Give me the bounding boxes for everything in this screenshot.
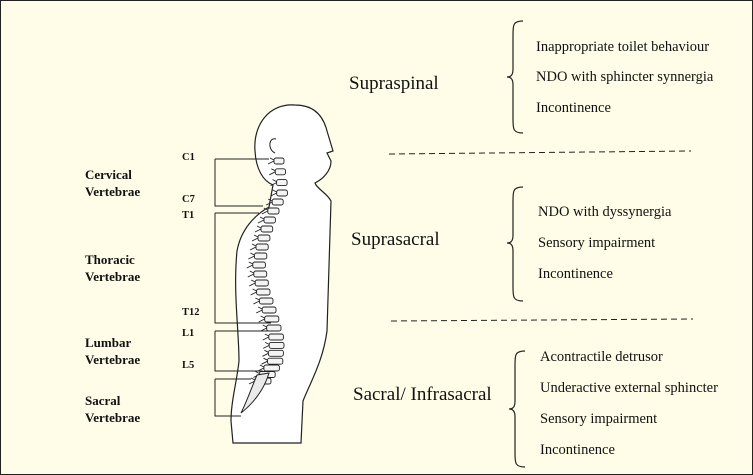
brace-suprasacral: [507, 187, 523, 301]
marker-t1: T1: [182, 210, 194, 221]
thoracic-label-line1: Thoracic: [85, 251, 140, 268]
lumbar-label-line2: Vertebrae: [85, 351, 140, 368]
vertebra: [268, 208, 279, 214]
sacral-item-4: Incontinence: [540, 442, 615, 459]
separator-1: [389, 151, 691, 154]
marker-c7: C7: [182, 194, 195, 205]
vertebra: [265, 316, 279, 322]
vertebra: [264, 365, 280, 371]
brace-supraspinal: [507, 21, 523, 133]
level-supraspinal: Supraspinal: [349, 73, 439, 95]
vertebra: [269, 334, 284, 340]
vertebra: [258, 235, 270, 241]
vertebra: [268, 358, 283, 364]
vertebra: [277, 190, 288, 196]
lumbar-label-line1: Lumbar: [85, 334, 140, 351]
cervical-label-line2: Vertebrae: [85, 183, 140, 200]
marker-t12: T12: [182, 307, 200, 318]
vertebra: [268, 350, 283, 356]
body-silhouette: [231, 105, 333, 443]
marker-l5: L5: [182, 360, 194, 371]
sacral-item-1: Acontractile detrusor: [540, 349, 663, 366]
suprasacral-item-3: Incontinence: [538, 266, 613, 283]
vertebra: [253, 262, 266, 268]
level-suprasacral: Suprasacral: [351, 229, 440, 251]
sacral-item-2: Underactive external sphincter: [540, 380, 718, 397]
level-sacral-infrasacral: Sacral/ Infrasacral: [353, 384, 492, 406]
cervical-label: Cervical Vertebrae: [85, 166, 140, 200]
suprasacral-item-2: Sensory impairment: [538, 235, 655, 252]
vertebra: [254, 253, 266, 259]
vertebra: [259, 298, 273, 304]
brace-sacral: [509, 351, 525, 467]
marker-c1: C1: [182, 152, 195, 163]
supraspinal-item-1: Inappropriate toilet behaviour: [536, 39, 709, 56]
separator-2: [391, 319, 693, 321]
lumbar-label: Lumbar Vertebrae: [85, 334, 140, 368]
vertebra: [255, 280, 268, 286]
vertebra: [277, 180, 288, 186]
sacral-item-3: Sensory impairment: [540, 411, 657, 428]
sacral-label-line2: Vertebrae: [85, 409, 140, 426]
vertebra: [267, 325, 281, 331]
vertebra: [275, 169, 285, 175]
suprasacral-item-1: NDO with dyssynergia: [538, 204, 671, 221]
cervical-label-line1: Cervical: [85, 166, 140, 183]
thoracic-label: Thoracic Vertebrae: [85, 251, 140, 285]
vertebra: [272, 199, 283, 205]
supraspinal-item-3: Incontinence: [536, 100, 611, 117]
vertebra: [269, 342, 284, 348]
vertebra: [261, 226, 273, 232]
sacral-label-line1: Sacral: [85, 392, 140, 409]
vertebra: [264, 217, 275, 223]
vertebra: [257, 289, 270, 295]
vertebra: [254, 271, 267, 277]
supraspinal-item-2: NDO with sphincter synnergia: [536, 69, 713, 86]
vertebra: [256, 244, 268, 250]
marker-l1: L1: [182, 328, 194, 339]
sacral-label: Sacral Vertebrae: [85, 392, 140, 426]
thoracic-label-line2: Vertebrae: [85, 268, 140, 285]
vertebra: [274, 158, 284, 164]
vertebra: [262, 307, 276, 313]
